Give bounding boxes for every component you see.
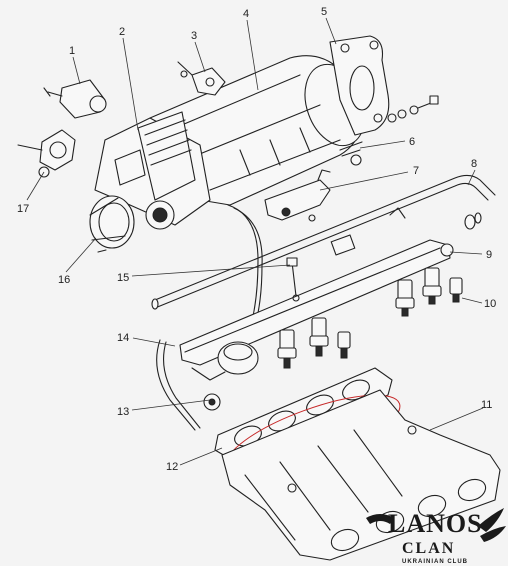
callout-16: 16 [58,274,70,286]
leader-lines [26,17,484,466]
part-flange-gasket [329,35,390,136]
part-fuel-line [151,174,496,310]
part-throttle-inlet [89,195,135,253]
callout-17: 17 [17,203,29,215]
callout-2: 2 [119,26,125,38]
part-idle-air-valve [43,79,107,119]
part-throttle-body [94,111,211,230]
part-stud [286,257,300,302]
part-bracket-3 [177,61,226,96]
callout-4: 4 [243,8,249,20]
part-bracket-7 [264,169,331,222]
logo-line2: CLAN [402,540,455,557]
part-pressure-regulator [191,341,259,411]
callout-7: 7 [413,165,419,177]
lanos-clan-logo: LANOS CLAN UKRAINIAN CLUB [366,508,506,565]
callout-14: 14 [117,332,129,344]
callout-6: 6 [409,136,415,148]
part-throttle-sensor [17,129,76,178]
callout-1: 1 [69,45,75,57]
part-fuel-rail [179,234,454,366]
part-intake-manifold [221,389,501,561]
part-fitting-6 [339,141,363,166]
part-bolts-washers [387,95,439,123]
callout-10: 10 [484,298,496,310]
callout-9: 9 [486,249,492,261]
callout-13: 13 [117,406,129,418]
callout-11: 11 [481,399,492,411]
part-injectors-front [277,317,351,369]
callout-8: 8 [471,158,477,170]
part-return-line [156,339,196,431]
logo-line3: UKRAINIAN CLUB [402,559,468,565]
callout-15: 15 [117,272,129,284]
callout-numbers: 1 2 3 4 5 6 7 8 9 10 11 12 13 14 15 16 1… [17,6,496,473]
callout-12: 12 [166,461,178,473]
part-injectors-rear [395,267,463,317]
logo-line1: LANOS [388,509,483,538]
callout-5: 5 [321,6,327,18]
callout-3: 3 [191,30,197,42]
